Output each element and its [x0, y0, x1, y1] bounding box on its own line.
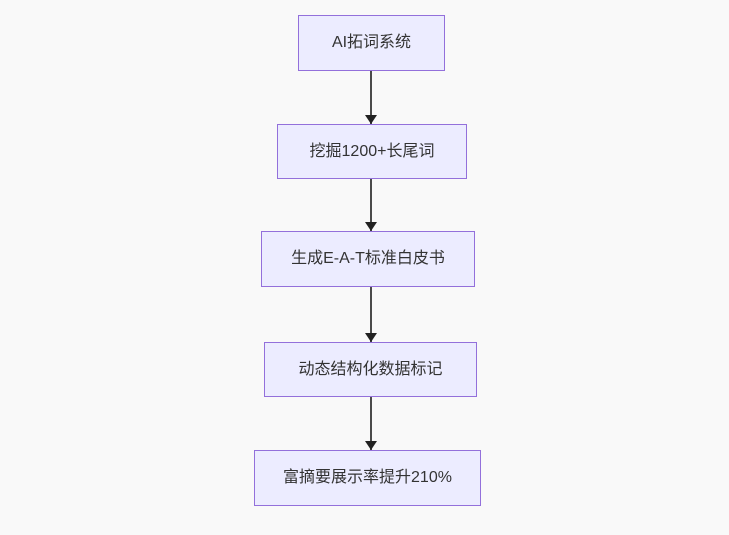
- arrow-connector-4: [365, 397, 377, 450]
- flow-node-eat-whitepaper: 生成E-A-T标准白皮书: [261, 231, 475, 287]
- flow-node-label: AI拓词系统: [331, 34, 412, 52]
- flow-node-rich-snippet-rate: 富摘要展示率提升210%: [254, 450, 481, 506]
- arrowhead-down-icon: [365, 222, 377, 231]
- flow-node-ai-keyword-system: AI拓词系统: [298, 15, 445, 71]
- flow-node-label: 动态结构化数据标记: [298, 360, 443, 378]
- arrow-connector-1: [365, 71, 377, 124]
- arrow-connector-2: [365, 179, 377, 231]
- flow-node-label: 挖掘1200+长尾词: [309, 142, 435, 160]
- flow-node-label: 生成E-A-T标准白皮书: [291, 250, 445, 268]
- arrowhead-down-icon: [365, 441, 377, 450]
- flow-node-longtail-keywords: 挖掘1200+长尾词: [277, 124, 467, 179]
- arrowhead-down-icon: [365, 115, 377, 124]
- arrowhead-down-icon: [365, 333, 377, 342]
- flow-node-structured-data-markup: 动态结构化数据标记: [264, 342, 477, 397]
- flow-node-label: 富摘要展示率提升210%: [283, 469, 452, 487]
- arrow-connector-3: [365, 287, 377, 342]
